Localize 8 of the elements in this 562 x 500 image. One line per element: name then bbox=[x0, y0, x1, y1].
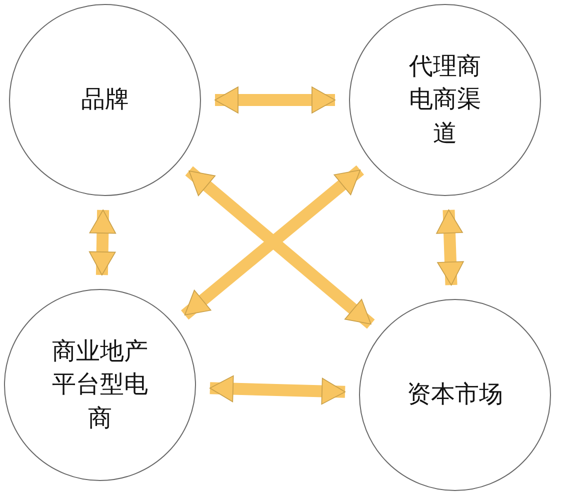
double-arrow bbox=[210, 375, 346, 405]
node-label: 品牌 bbox=[80, 84, 130, 116]
double-arrow bbox=[214, 86, 336, 114]
node-label: 资本市场 bbox=[406, 379, 504, 410]
node-label: 商业地产平台型电商 bbox=[50, 336, 149, 434]
node-label: 代理商电商渠道 bbox=[408, 50, 482, 149]
double-arrow bbox=[88, 210, 116, 276]
double-arrow bbox=[436, 210, 464, 286]
